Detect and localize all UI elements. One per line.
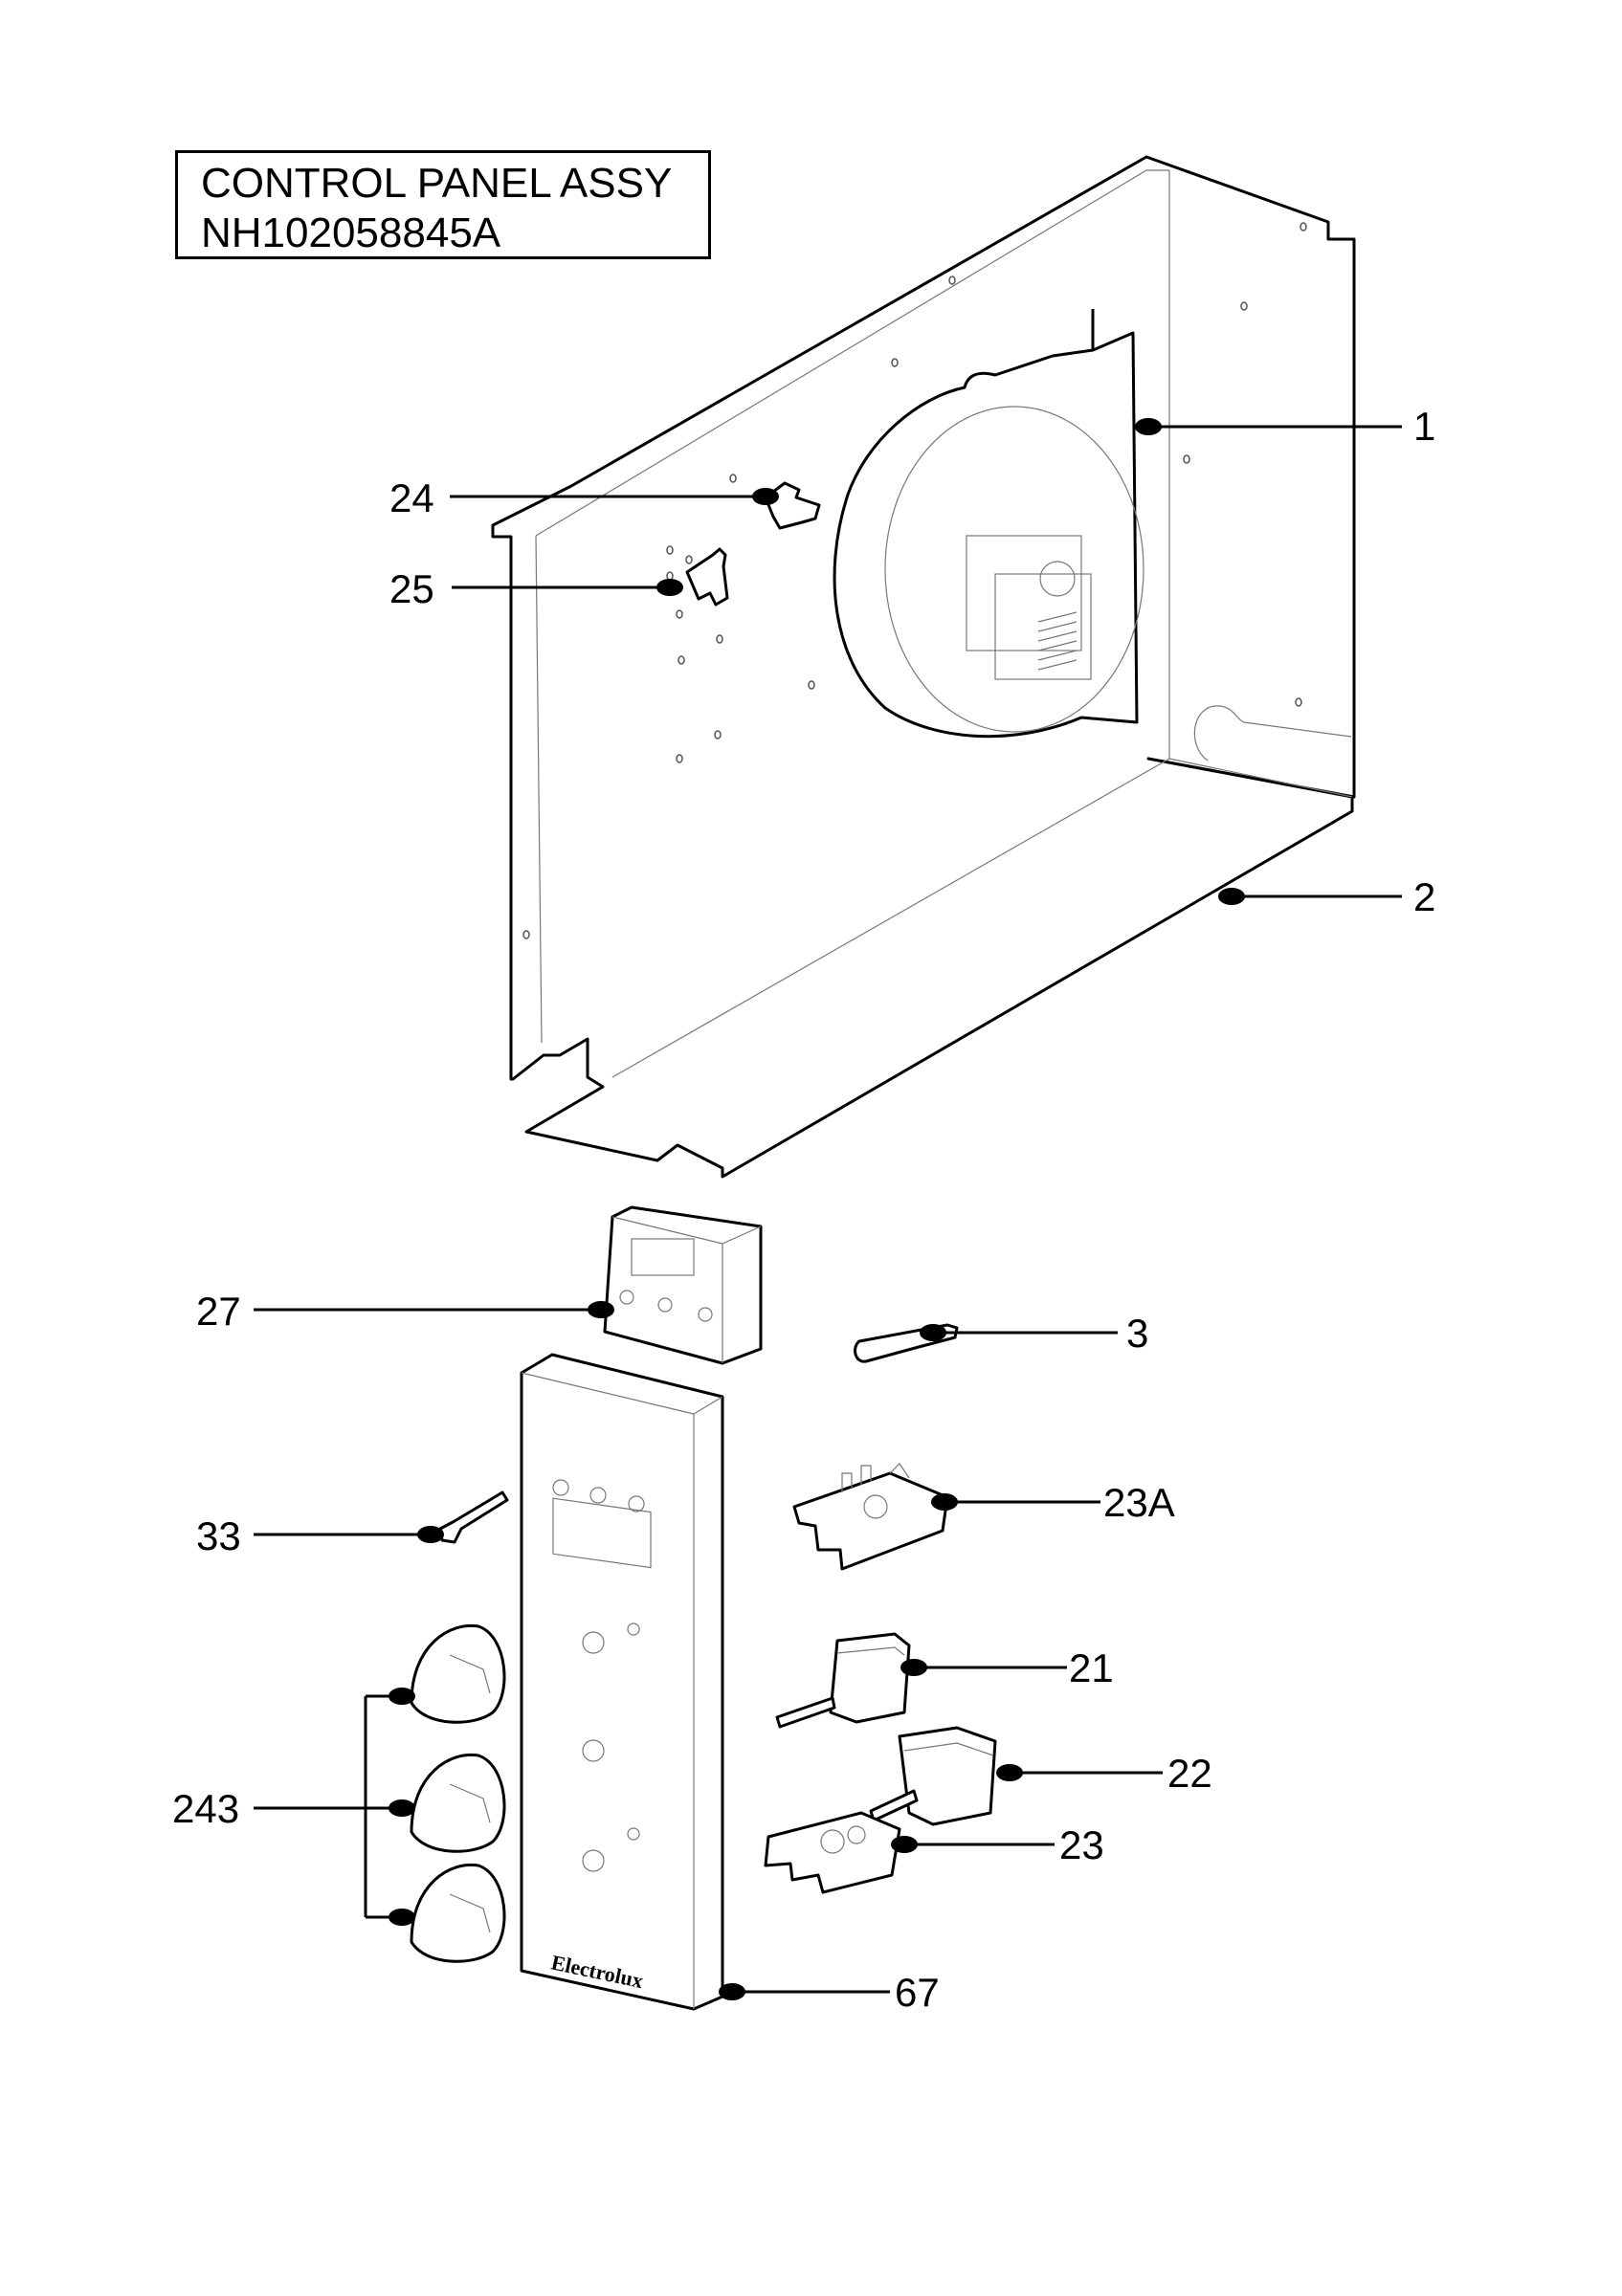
fan-inner-ring: [884, 406, 1144, 733]
callout-1: 1: [1413, 404, 1435, 449]
callout-33: 33: [196, 1513, 241, 1558]
title-box: CONTROL PANEL ASSY NH102058845A: [175, 150, 711, 259]
callout-22: 22: [1167, 1751, 1212, 1796]
knob-top: [410, 1623, 506, 1724]
callout-2: 2: [1413, 874, 1435, 919]
callout-3: 3: [1126, 1311, 1148, 1356]
callout-24: 24: [389, 475, 434, 520]
knob-set-243: [410, 1623, 506, 1963]
callout-243: 243: [172, 1786, 239, 1831]
callout-23A: 23A: [1103, 1480, 1175, 1525]
switch-part-23: [764, 1811, 901, 1894]
switch-part-23A: [792, 1463, 949, 1571]
timer-module: [603, 1205, 763, 1365]
housing-outline: [491, 155, 1356, 1179]
callout-21: 21: [1069, 1645, 1114, 1690]
callout-67: 67: [895, 1970, 940, 2015]
fan-motor-body: [966, 535, 1082, 651]
clip-part-24: [764, 481, 821, 530]
housing-inner-edge: [535, 169, 1353, 1078]
knob-middle: [410, 1753, 506, 1853]
callout-23: 23: [1059, 1822, 1104, 1867]
callout-labels: 1 2 24 25 27 3 23A 33 21 22 243 23 67: [172, 404, 1435, 2015]
title-line-1: CONTROL PANEL ASSY: [201, 160, 673, 207]
housing-cutout: [1193, 705, 1352, 762]
clip-part-25: [685, 547, 729, 607]
title-line-2: NH102058845A: [201, 210, 501, 256]
fan-scroll: [833, 309, 1139, 739]
leader-lines: [254, 418, 1402, 2000]
fan-motor-bracket: [994, 573, 1092, 680]
thermostat-part-22: [869, 1726, 997, 1826]
fan-motor-shaft: [1039, 561, 1076, 597]
thermostat-part-21: [775, 1632, 911, 1729]
knob-bottom: [410, 1863, 506, 1963]
callout-25: 25: [389, 566, 434, 611]
control-panel-fascia: Electrolux: [520, 1353, 724, 2011]
fan-motor-coil: [1037, 611, 1078, 671]
callout-27: 27: [196, 1289, 241, 1334]
pin-part-33: [438, 1490, 509, 1544]
housing-assembly: [491, 155, 1356, 1179]
housing-holes: [522, 222, 1307, 939]
